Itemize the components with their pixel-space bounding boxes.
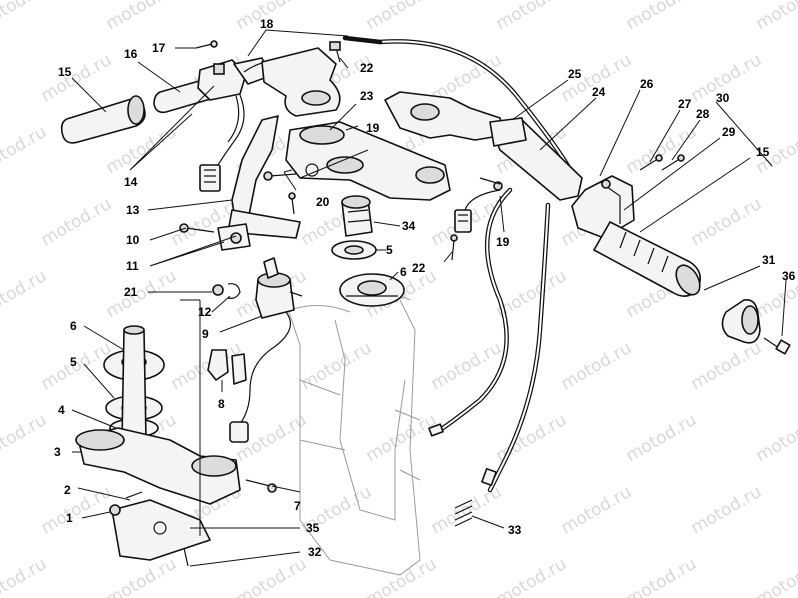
watermark-text: motod.ru bbox=[103, 266, 181, 322]
right-switch-screws bbox=[639, 154, 685, 171]
watermark-text: motod.ru bbox=[623, 122, 701, 178]
right-switch-wiring bbox=[454, 189, 501, 233]
callout-20: 20 bbox=[316, 195, 330, 209]
watermark-text: motod.ru bbox=[753, 410, 798, 466]
callout-24: 24 bbox=[592, 85, 606, 99]
watermark-text: motod.ru bbox=[233, 554, 311, 598]
right-handlebar bbox=[489, 117, 583, 201]
watermark-text: motod.ru bbox=[623, 410, 701, 466]
watermark-text: motod.ru bbox=[428, 482, 506, 538]
callout-1: 1 bbox=[66, 511, 73, 525]
callout-10: 10 bbox=[126, 233, 140, 247]
callout-9: 9 bbox=[202, 327, 209, 341]
callout-25: 25 bbox=[568, 67, 582, 81]
callout-8: 8 bbox=[218, 397, 225, 411]
callout-19-lower: 19 bbox=[496, 235, 510, 249]
ignition-switch bbox=[229, 257, 303, 443]
upper-bearing bbox=[339, 273, 405, 307]
callout-26: 26 bbox=[640, 77, 654, 91]
watermark-text: motod.ru bbox=[493, 0, 571, 34]
upper-clamp-left bbox=[261, 47, 341, 117]
watermark-text: motod.ru bbox=[363, 554, 441, 598]
watermark-text: motod.ru bbox=[0, 0, 50, 34]
callout-27: 27 bbox=[678, 97, 692, 111]
stem-shaft bbox=[121, 325, 147, 441]
callout-30: 30 bbox=[716, 91, 730, 105]
watermark-text: motod.ru bbox=[493, 554, 571, 598]
watermark-text: motod.ru bbox=[623, 0, 701, 34]
callout-31: 31 bbox=[762, 253, 776, 267]
callout-15-left: 15 bbox=[58, 65, 72, 79]
callout-22-upper: 22 bbox=[360, 61, 374, 75]
callout-29: 29 bbox=[722, 125, 736, 139]
watermark-text: motod.ru bbox=[103, 0, 181, 34]
ignition-keys bbox=[207, 349, 247, 385]
watermark-text: motod.ru bbox=[0, 410, 50, 466]
watermark-text: motod.ru bbox=[753, 0, 798, 34]
callout-14: 14 bbox=[124, 175, 138, 189]
callout-7: 7 bbox=[294, 499, 301, 513]
callout-6-upper: 6 bbox=[400, 265, 407, 279]
watermark-text: motod.ru bbox=[0, 554, 50, 598]
top-yoke bbox=[285, 121, 451, 201]
watermark-text: motod.ru bbox=[363, 410, 441, 466]
watermark-text: motod.ru bbox=[0, 122, 50, 178]
watermark-text: motod.ru bbox=[38, 50, 116, 106]
callout-13: 13 bbox=[126, 203, 140, 217]
watermark-text: motod.ru bbox=[688, 338, 766, 394]
callout-2: 2 bbox=[64, 483, 71, 497]
upper-clamp-right bbox=[384, 91, 506, 141]
watermark-text: motod.ru bbox=[558, 482, 636, 538]
left-grip bbox=[60, 95, 146, 144]
watermark-text: motod.ru bbox=[688, 482, 766, 538]
callout-4: 4 bbox=[58, 403, 65, 417]
bar-end-weight bbox=[721, 298, 791, 355]
callout-22-lower: 22 bbox=[412, 261, 426, 275]
lower-yoke-plate bbox=[109, 491, 211, 567]
return-spring bbox=[454, 499, 473, 527]
callout-6-lower: 6 bbox=[70, 319, 77, 333]
clutch-cable bbox=[437, 187, 513, 433]
callout-11: 11 bbox=[126, 259, 139, 273]
left-switch-wiring bbox=[199, 94, 245, 192]
callout-36: 36 bbox=[782, 269, 796, 283]
right-grip bbox=[593, 221, 701, 297]
callout-5-lower: 5 bbox=[70, 355, 77, 369]
upper-screws bbox=[195, 40, 501, 261]
callout-28: 28 bbox=[696, 107, 710, 121]
throttle-cable bbox=[342, 35, 578, 181]
callout-16: 16 bbox=[124, 47, 138, 61]
callout-labels: 1 2 3 4 5 5 6 6 7 8 9 10 11 12 13 14 15 … bbox=[54, 17, 796, 559]
callout-33: 33 bbox=[508, 523, 522, 537]
callout-15-right: 15 bbox=[756, 145, 770, 159]
callout-5-upper: 5 bbox=[386, 243, 393, 257]
watermark-text: motod.ru bbox=[623, 554, 701, 598]
watermark-text: motod.ru bbox=[38, 194, 116, 250]
steering-stem-nut bbox=[341, 195, 373, 237]
watermark-text: motod.ru bbox=[0, 266, 50, 322]
watermark-text: motod.ru bbox=[558, 338, 636, 394]
callout-34: 34 bbox=[402, 219, 416, 233]
callout-19-upper: 19 bbox=[366, 121, 380, 135]
callout-21: 21 bbox=[124, 285, 138, 299]
callout-35: 35 bbox=[306, 521, 320, 535]
choke-cable bbox=[487, 202, 551, 493]
callout-3: 3 bbox=[54, 445, 61, 459]
leader-lines bbox=[71, 29, 787, 567]
callout-17: 17 bbox=[152, 41, 166, 55]
watermark-text: motod.ru bbox=[38, 482, 116, 538]
callout-12: 12 bbox=[198, 305, 212, 319]
watermark-text: motod.ru bbox=[753, 554, 798, 598]
callout-23: 23 bbox=[360, 89, 374, 103]
watermark-text: motod.ru bbox=[688, 194, 766, 250]
callout-32: 32 bbox=[308, 545, 322, 559]
upper-washer bbox=[331, 240, 377, 260]
watermark-text: motod.ru bbox=[363, 0, 441, 34]
callout-18: 18 bbox=[260, 17, 274, 31]
lock-small-parts bbox=[212, 283, 241, 299]
watermark-text: motod.ru bbox=[298, 338, 376, 394]
watermark-text: motod.ru bbox=[103, 554, 181, 598]
